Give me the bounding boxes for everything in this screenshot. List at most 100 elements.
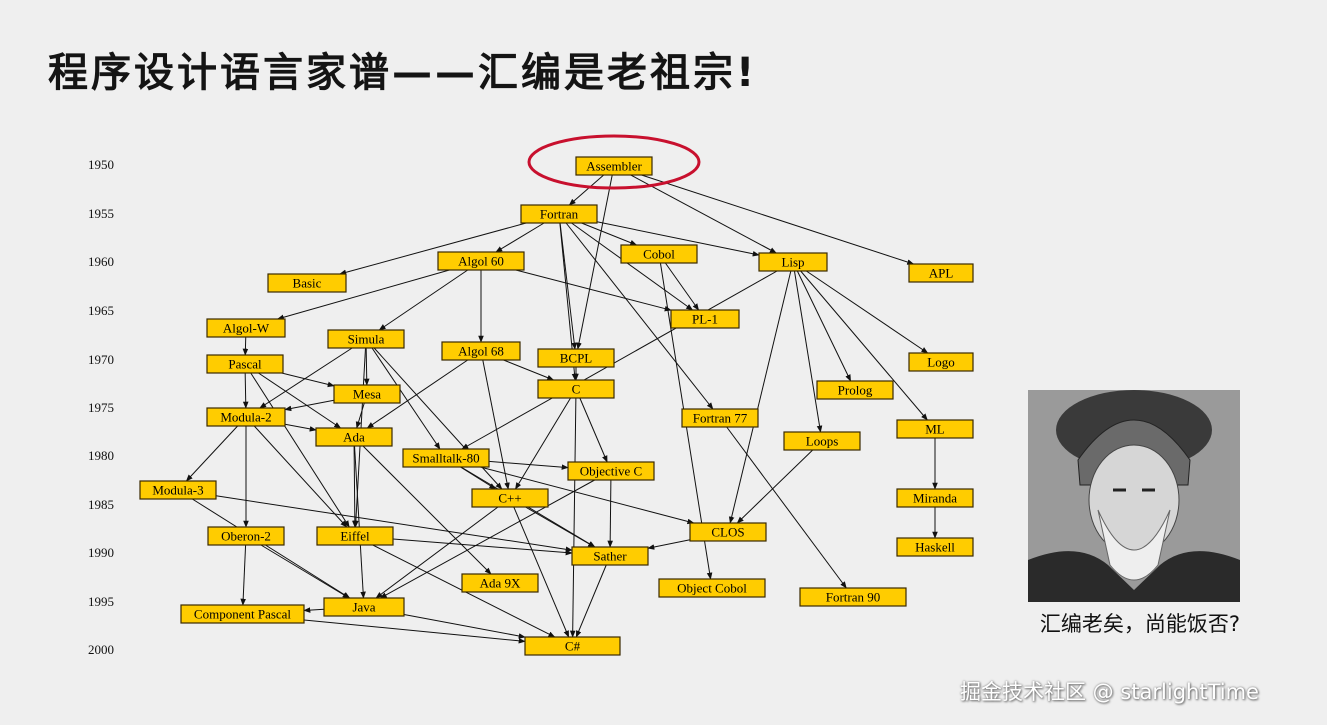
node-label-smalltalk80: Smalltalk-80 [412,451,479,466]
node-cpascal: Component Pascal [180,604,305,624]
node-label-basic: Basic [293,276,322,291]
node-fortran77: Fortran 77 [681,408,759,428]
node-simula: Simula [327,329,405,349]
node-bcpl: BCPL [537,348,615,368]
node-label-ada9x: Ada 9X [480,576,521,591]
node-label-modula3: Modula-3 [152,483,203,498]
node-box-pascal [206,354,284,374]
node-smalltalk80: Smalltalk-80 [402,448,490,468]
node-label-fortran90: Fortran 90 [826,590,881,605]
node-box-algol68 [441,341,521,361]
node-box-oberon2 [207,526,285,546]
edge-ada-to-eiffel [352,445,358,528]
node-fortran: Fortran [520,204,598,224]
node-label-loops: Loops [806,434,839,449]
edge-modula3-to-sather [215,495,573,553]
node-algol60: Algol 60 [437,251,525,271]
edge-cpp-to-csharp [513,506,570,638]
node-box-logo [908,352,974,372]
node-haskell: Haskell [896,537,974,557]
edge-simula-to-modula2 [259,347,353,409]
edge-fortran-to-pl1 [571,222,694,311]
node-box-cpp [471,488,549,508]
node-label-simula: Simula [348,332,385,347]
edge-algol68-to-cpp [482,359,510,490]
edge-java-to-csharp [403,613,526,639]
node-cpp: C++ [471,488,549,508]
node-label-oberon2: Oberon-2 [221,529,271,544]
edge-modula2-to-modula3 [185,425,238,482]
edge-objc-to-sather [607,479,613,548]
edge-fortran-to-bcpl [559,222,577,350]
node-box-ada [315,427,393,447]
edge-lisp-to-ml [800,270,928,421]
edge-oberon2-to-cpascal [240,544,247,606]
year-label-2000: 2000 [88,642,114,657]
node-label-objc: Objective C [580,464,642,479]
edge-lisp-to-loops [793,270,823,433]
node-box-miranda [896,488,974,508]
node-label-pascal: Pascal [228,357,262,372]
node-label-c: C [572,382,581,397]
node-box-fortran77 [681,408,759,428]
node-box-ada9x [461,573,539,593]
edge-lisp-to-logo [806,270,929,354]
year-label-1955: 1955 [88,206,114,221]
node-label-logo: Logo [927,355,954,370]
edge-ada-to-java [354,445,366,599]
edge-algolw-to-pascal [242,336,249,356]
edge-c-to-csharp [569,397,577,638]
edge-clos-to-sather [647,539,691,550]
node-box-modula2 [206,407,286,427]
node-label-algol60: Algol 60 [458,254,504,269]
node-box-cobol [620,244,698,264]
node-ml: ML [896,419,974,439]
node-box-smalltalk80 [402,448,490,468]
edge-cpascal-to-csharp [303,619,526,644]
node-pascal: Pascal [206,354,284,374]
edge-java-to-cpascal [303,607,325,613]
node-box-modula3 [139,480,217,500]
edge-smalltalk80-to-clos [480,466,695,525]
edge-simula-to-mesa [363,347,370,386]
year-label-1960: 1960 [88,254,114,269]
year-label-1980: 1980 [88,448,114,463]
edge-modula2-to-eiffel [253,425,348,528]
edge-simula-to-smalltalk80 [371,347,441,450]
node-box-pl1 [670,309,740,329]
node-box-haskell [896,537,974,557]
node-label-apl: APL [929,266,954,281]
node-label-algol68: Algol 68 [458,344,504,359]
node-logo: Logo [908,352,974,372]
node-label-cpascal: Component Pascal [194,607,292,622]
node-clos: CLOS [689,522,767,542]
node-fortran90: Fortran 90 [799,587,907,607]
node-mesa: Mesa [333,384,401,404]
node-label-mesa: Mesa [353,387,381,402]
language-family-tree-diagram: 1950195519601965197019751980198519901995… [88,134,974,657]
edge-objc-to-java [379,479,595,599]
node-box-algol60 [437,251,525,271]
node-box-fortran [520,204,598,224]
node-box-mesa [333,384,401,404]
node-box-ml [896,419,974,439]
general-portrait-image [1028,390,1240,602]
node-box-lisp [758,252,828,272]
node-label-objcobol: Object Cobol [677,581,747,596]
node-box-apl [908,263,974,283]
edge-fortran-to-fortran77 [565,222,714,410]
node-assembler: Assembler [575,156,653,176]
node-label-prolog: Prolog [838,383,873,398]
edge-assembler-to-bcpl [576,174,613,350]
year-label-1995: 1995 [88,594,114,609]
node-algol68: Algol 68 [441,341,521,361]
node-box-simula [327,329,405,349]
edge-loops-to-clos [736,449,814,524]
node-label-pl1: PL-1 [692,312,718,327]
edge-pascal-to-mesa [281,372,335,388]
node-label-cpp: C++ [498,491,521,506]
assembler-highlight-ellipse [527,134,701,190]
node-box-basic [267,273,347,293]
edge-algol68-to-c [503,359,555,381]
node-box-algolw [206,318,286,338]
